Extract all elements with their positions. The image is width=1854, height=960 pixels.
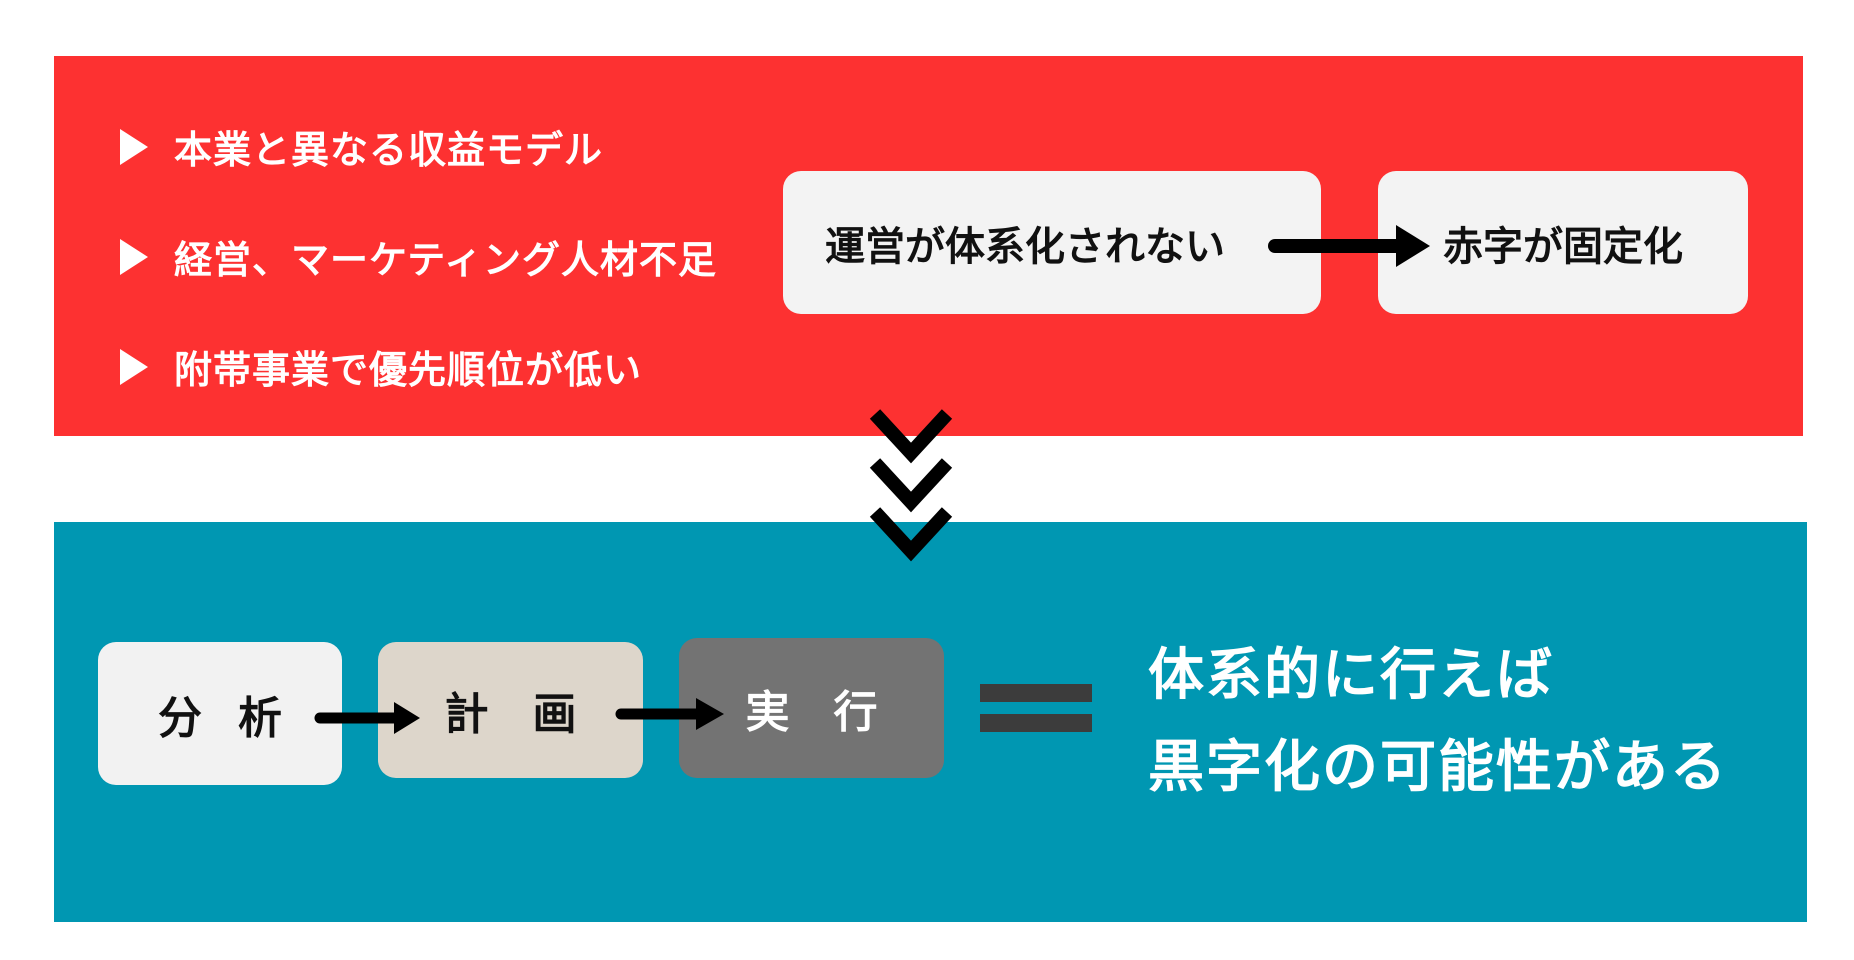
flow-label: 赤字が固定化 <box>1443 223 1683 270</box>
flow-box-unsystematic: 運営が体系化されない <box>783 171 1321 314</box>
triple-chevron-down-icon <box>869 409 953 562</box>
triangle-bullet-icon <box>120 348 148 385</box>
step-box-execute: 実行 <box>679 638 944 778</box>
triangle-bullet-icon <box>120 238 148 275</box>
step-label: 計画 <box>444 689 621 740</box>
step-box-plan: 計画 <box>378 642 643 778</box>
conclusion-line-1: 体系的に行えば <box>1148 643 1554 708</box>
flow-box-fixed-deficit: 赤字が固定化 <box>1378 171 1748 314</box>
arrow-right-icon <box>314 702 420 734</box>
triangle-bullet-icon <box>120 128 148 165</box>
arrow-right-icon <box>1268 225 1430 267</box>
bullet-label: 本業と異なる収益モデル <box>174 128 604 172</box>
equals-icon-bottom-bar <box>980 714 1092 732</box>
bullet-label: 経営、マーケティング人材不足 <box>174 238 717 282</box>
step-label: 実行 <box>745 687 922 738</box>
bullet-label: 附帯事業で優先順位が低い <box>174 348 643 392</box>
step-box-analysis: 分析 <box>98 642 342 785</box>
step-label: 分析 <box>158 692 318 744</box>
conclusion-line-2: 黒字化の可能性がある <box>1148 735 1728 800</box>
bullet-item: 附帯事業で優先順位が低い <box>120 339 642 394</box>
equals-icon-top-bar <box>980 684 1092 702</box>
bullet-item: 経営、マーケティング人材不足 <box>120 229 717 284</box>
bullet-item: 本業と異なる収益モデル <box>120 119 603 174</box>
arrow-right-icon <box>615 698 724 730</box>
flow-label: 運営が体系化されない <box>825 223 1225 270</box>
